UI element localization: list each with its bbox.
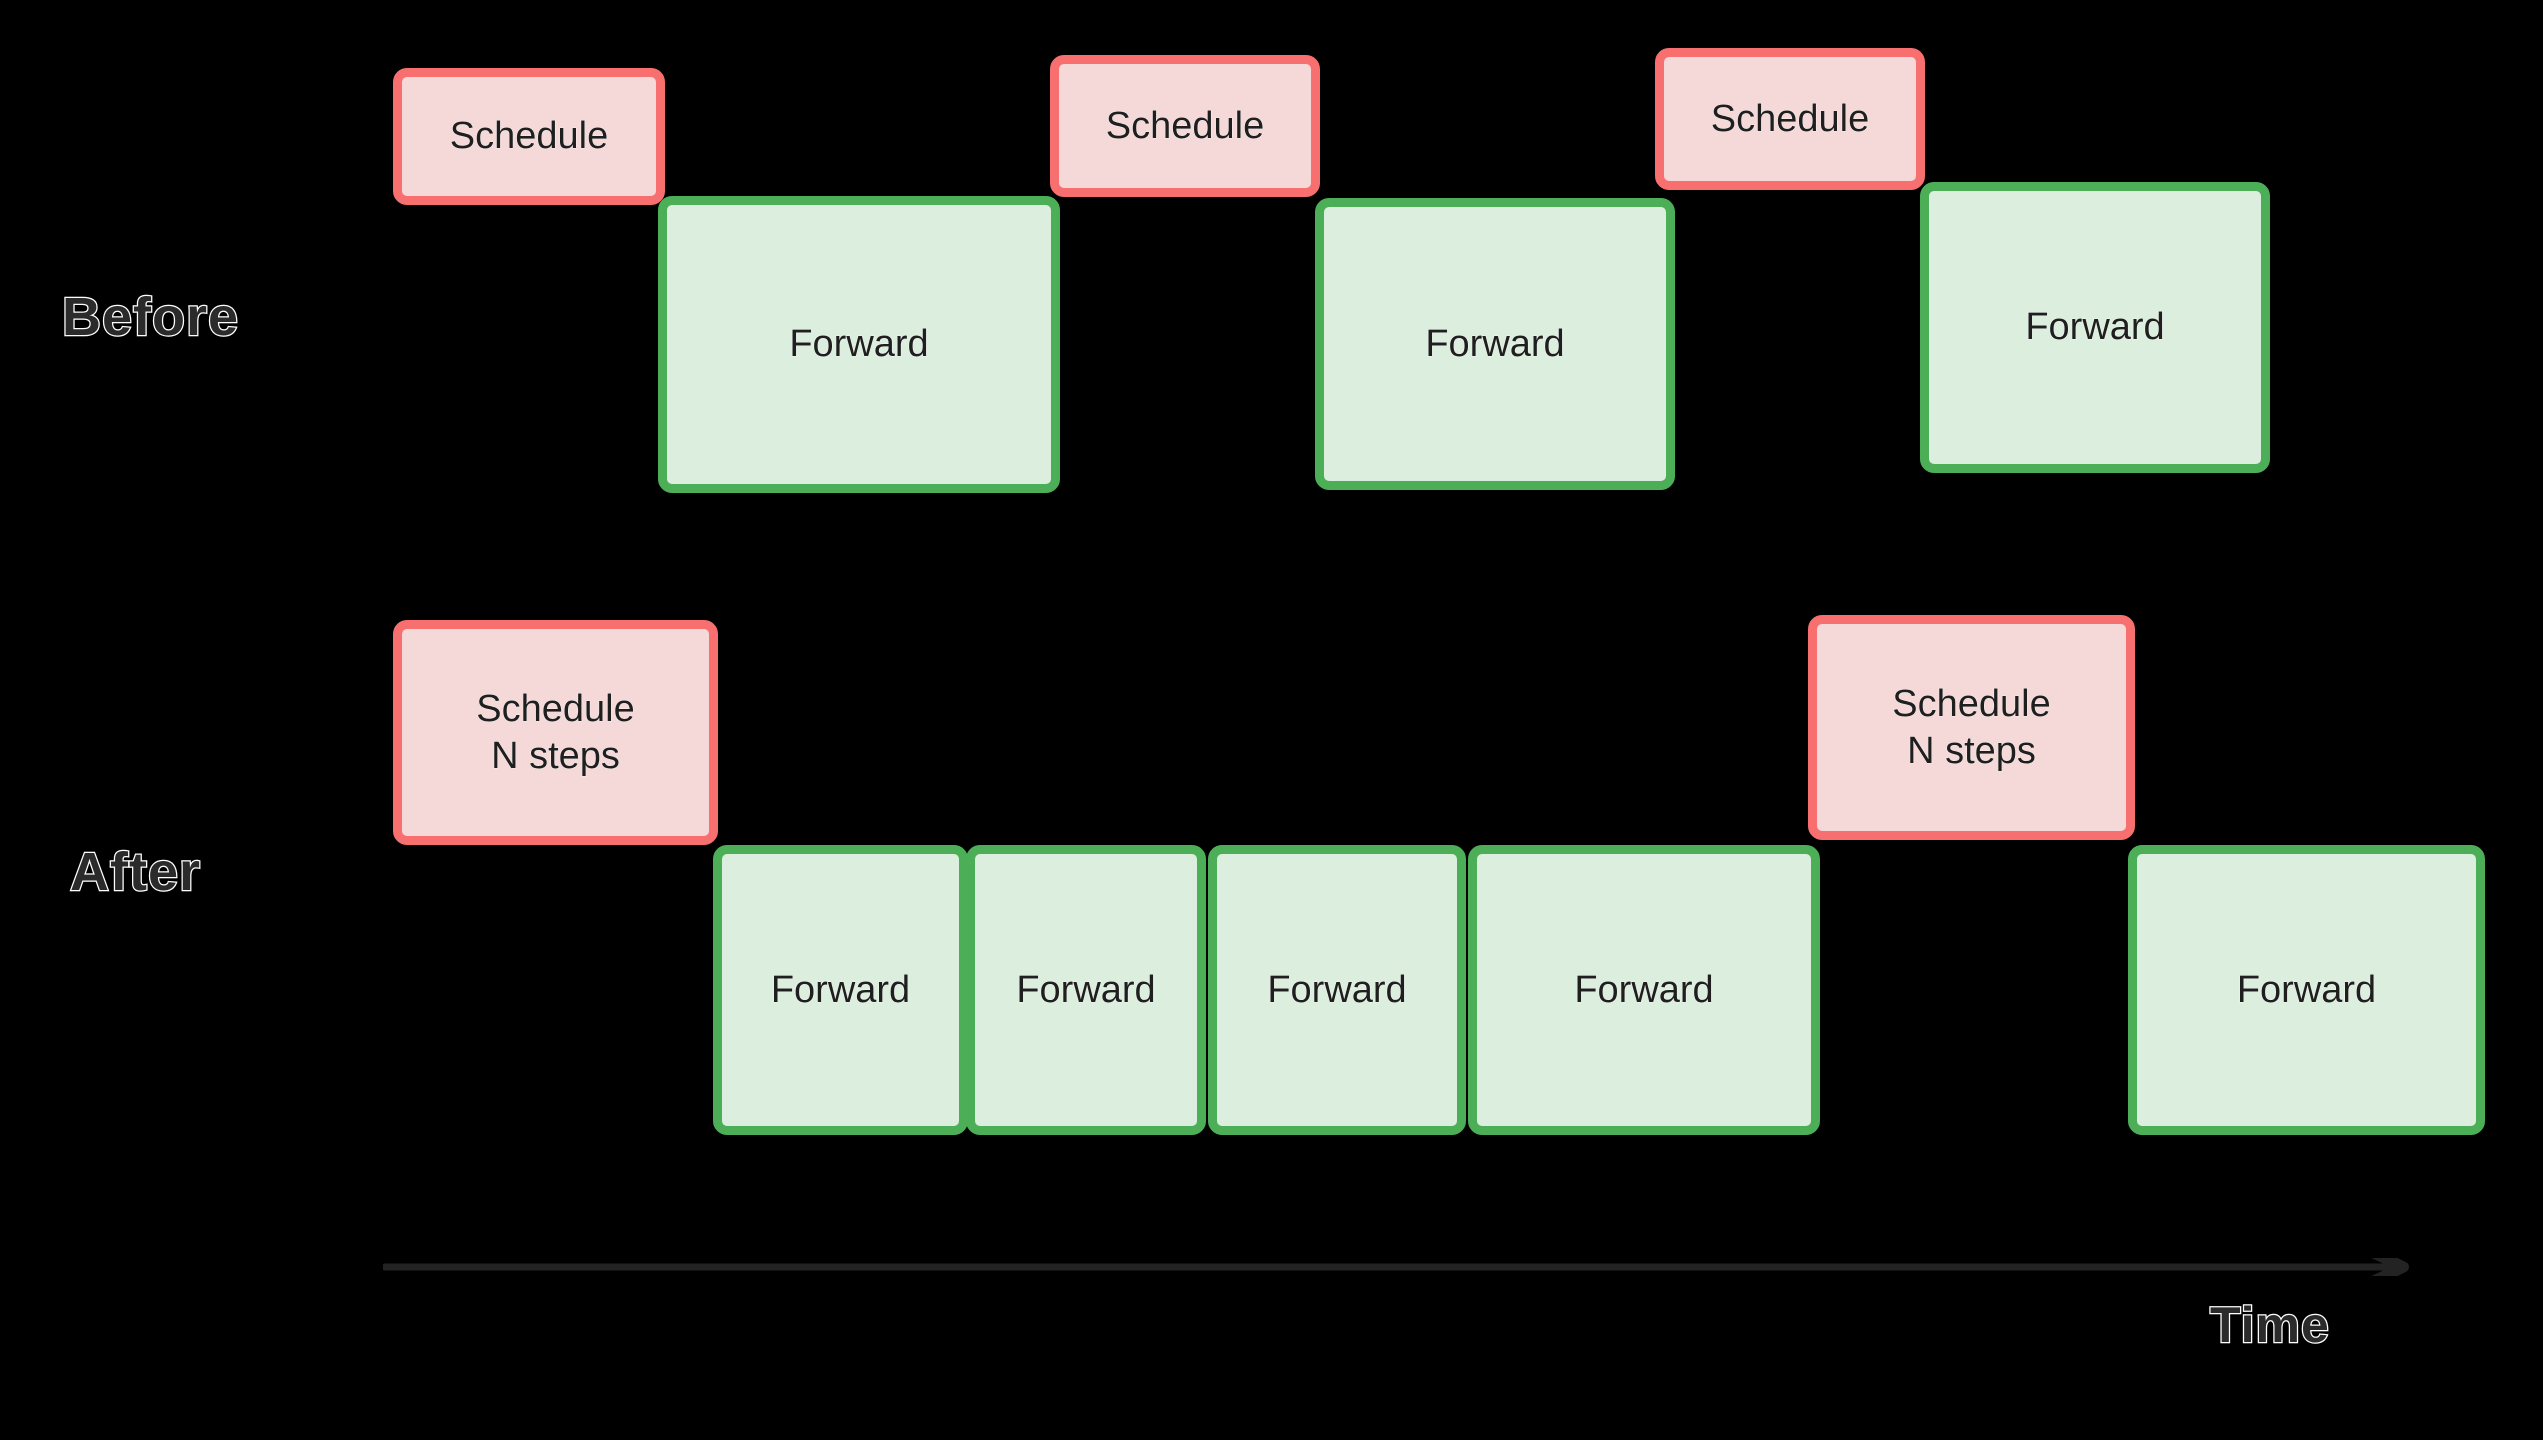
- after-forward-block-3: Forward: [1468, 845, 1820, 1135]
- schedule-block-label: Schedule: [1105, 104, 1265, 148]
- after-forward-block-1: Forward: [713, 845, 968, 1135]
- forward-block-label: Forward: [789, 323, 929, 366]
- time-axis-label: Time: [2209, 1297, 2330, 1353]
- after-forward-block-2: Forward: [966, 845, 1206, 1135]
- before-forward-block-5: Forward: [1920, 182, 2270, 473]
- forward-block-label: Forward: [1267, 968, 1407, 1012]
- time-axis-arrow: [383, 1258, 2428, 1276]
- schedule-block-label: Schedule: [1710, 97, 1870, 141]
- before-schedule-block-2: Schedule: [1050, 55, 1320, 197]
- before-schedule-block-0: Schedule: [393, 68, 665, 205]
- before-schedule-block-4: Schedule: [1655, 48, 1925, 190]
- after-schedule-block-0: Schedule N steps: [393, 620, 718, 845]
- before-forward-block-1: Forward: [658, 196, 1060, 493]
- forward-block-label: Forward: [1574, 968, 1714, 1012]
- forward-block-label: Forward: [770, 968, 911, 1012]
- after-forward-block-5: Forward: [2128, 845, 2485, 1135]
- schedule-block-label: Schedule N steps: [476, 688, 635, 777]
- forward-block-label: Forward: [2236, 968, 2377, 1012]
- row-label-after: After: [69, 842, 202, 902]
- forward-block-label: Forward: [2025, 306, 2165, 349]
- schedule-block-label: Schedule N steps: [1892, 683, 2051, 772]
- after-forward-block-100: Forward: [1208, 845, 1466, 1135]
- after-schedule-block-4: Schedule N steps: [1808, 615, 2135, 840]
- before-forward-block-3: Forward: [1315, 198, 1675, 490]
- row-label-before: Before: [61, 287, 240, 347]
- schedule-block-label: Schedule: [449, 115, 609, 158]
- forward-block-label: Forward: [1016, 968, 1156, 1012]
- forward-block-label: Forward: [1425, 322, 1565, 366]
